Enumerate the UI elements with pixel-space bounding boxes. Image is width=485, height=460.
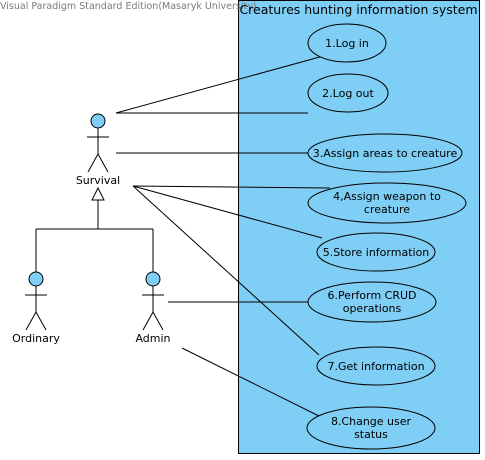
actor-ordinary[interactable] [25,271,47,331]
use-case-log-in-label: 1.Log in [325,36,369,50]
use-case-get-information-label: 7.Get information [327,359,425,373]
actor-admin[interactable] [142,271,164,331]
actor-ordinary-head [28,271,44,287]
use-case-change-user-status-label: 8.Change user status [330,415,412,441]
use-case-get-information[interactable] [316,346,436,386]
use-case-assign-weapon[interactable] [307,182,467,224]
actor-ordinary-label: Ordinary [12,332,60,345]
use-case-store-information[interactable] [316,232,436,272]
use-case-log-out[interactable] [307,73,389,113]
use-case-perform-crud-label: 6.Perform CRUD operations [327,289,417,315]
actor-survival[interactable] [87,113,109,173]
system-title: Creatures hunting information system [239,2,478,17]
system-boundary [238,0,480,454]
use-case-assign-areas-label: 3.Assign areas to creature [312,146,458,160]
actor-admin-label: Admin [135,332,171,345]
use-case-log-in[interactable] [307,23,387,63]
assoc-survival-uc5 [132,185,323,239]
use-case-perform-crud[interactable] [307,281,437,323]
use-case-assign-weapon-label: 4,Assign weapon to creature [333,190,441,216]
use-case-log-out-label: 2.Log out [322,86,374,100]
assoc-survival-uc1 [115,54,328,114]
assoc-admin-uc8 [181,347,326,420]
actor-survival-label: Survival [75,174,121,187]
use-case-store-information-label: 5.Store information [322,245,430,259]
generalization-arrowhead [91,186,105,201]
actor-admin-head [145,271,161,287]
use-case-assign-areas[interactable] [307,133,463,173]
assoc-survival-uc7 [132,185,320,356]
use-case-change-user-status[interactable] [306,406,436,450]
watermark-text: Visual Paradigm Standard Edition(Masaryk… [0,1,257,12]
assoc-survival-uc4 [132,185,331,189]
actor-survival-head [90,113,106,129]
